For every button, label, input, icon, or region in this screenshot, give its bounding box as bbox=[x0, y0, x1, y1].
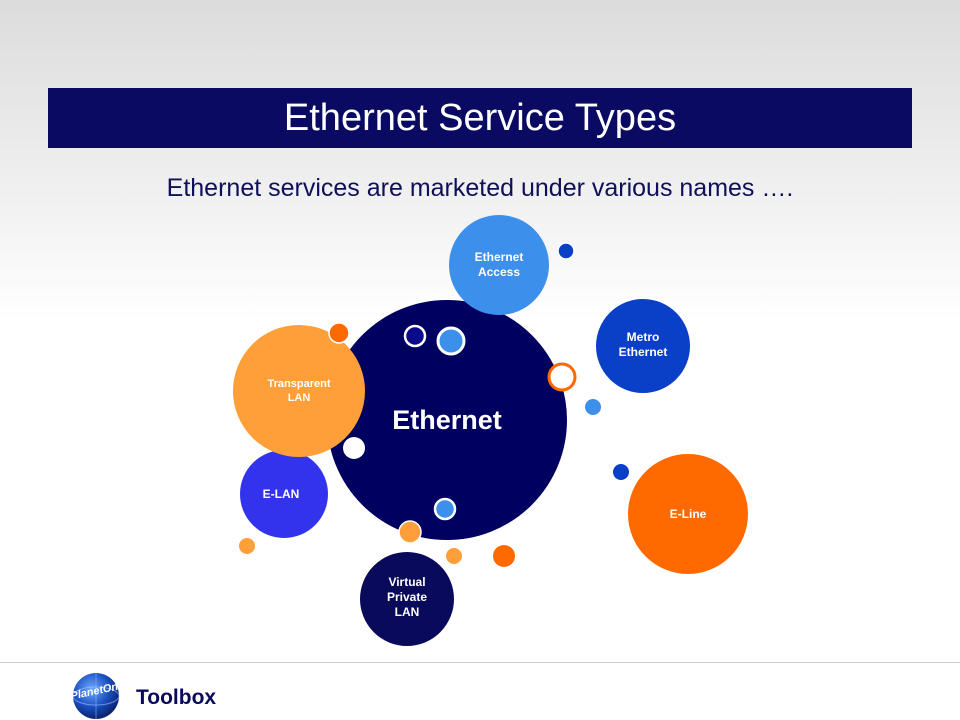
footer-divider bbox=[0, 662, 960, 663]
bubble-transparent-lan: Transparent LAN bbox=[233, 325, 365, 457]
bubble-metro-ethernet: Metro Ethernet bbox=[594, 297, 692, 395]
bubble-e-lan: E-LAN bbox=[240, 450, 328, 538]
bubble-label-line: E-LAN bbox=[263, 487, 300, 501]
bubble-label-line: LAN bbox=[395, 605, 420, 619]
dot-deco bbox=[328, 322, 350, 344]
bubble-label-line: Ethernet bbox=[475, 250, 524, 264]
bubble-ethernet-access: Ethernet Access bbox=[449, 215, 549, 315]
dot-orange-ring bbox=[547, 362, 577, 392]
dot-deco bbox=[446, 548, 462, 564]
dot-navy-small bbox=[403, 324, 427, 348]
slide-title: Ethernet Service Types bbox=[283, 96, 677, 139]
dot-deco bbox=[557, 242, 575, 260]
dot-deco bbox=[613, 464, 629, 480]
slide-subtitle: Ethernet services are marketed under var… bbox=[166, 174, 794, 202]
bubble-label-line: Ethernet bbox=[619, 345, 668, 359]
bubble-label-line: Access bbox=[478, 265, 520, 279]
bubble-label-line: LAN bbox=[288, 392, 311, 404]
bubble-label-line: Metro bbox=[627, 330, 660, 344]
ethernet-center-label: Ethernet bbox=[392, 405, 502, 435]
bubble-label-line: Private bbox=[387, 590, 427, 604]
dot-deco bbox=[398, 520, 422, 544]
dot-white bbox=[343, 437, 365, 459]
dot-blue-large bbox=[436, 326, 466, 356]
dot-blue-bottom bbox=[433, 497, 457, 521]
title-bar: Ethernet Service Types bbox=[48, 88, 912, 148]
footer-toolbox-label: Toolbox bbox=[136, 686, 217, 709]
dot-deco bbox=[493, 545, 515, 567]
bubble-label-line: Virtual bbox=[388, 575, 425, 589]
bubble-e-line: E-Line bbox=[628, 454, 748, 574]
bubble-virtual-private-lan: Virtual Private LAN bbox=[358, 550, 456, 648]
planetone-logo-icon: PlanetOne bbox=[70, 673, 125, 719]
bubble-label-line: E-Line bbox=[670, 507, 707, 521]
dot-deco bbox=[239, 538, 255, 554]
dot-deco bbox=[585, 399, 601, 415]
bubble-label-line: Transparent bbox=[268, 378, 331, 390]
